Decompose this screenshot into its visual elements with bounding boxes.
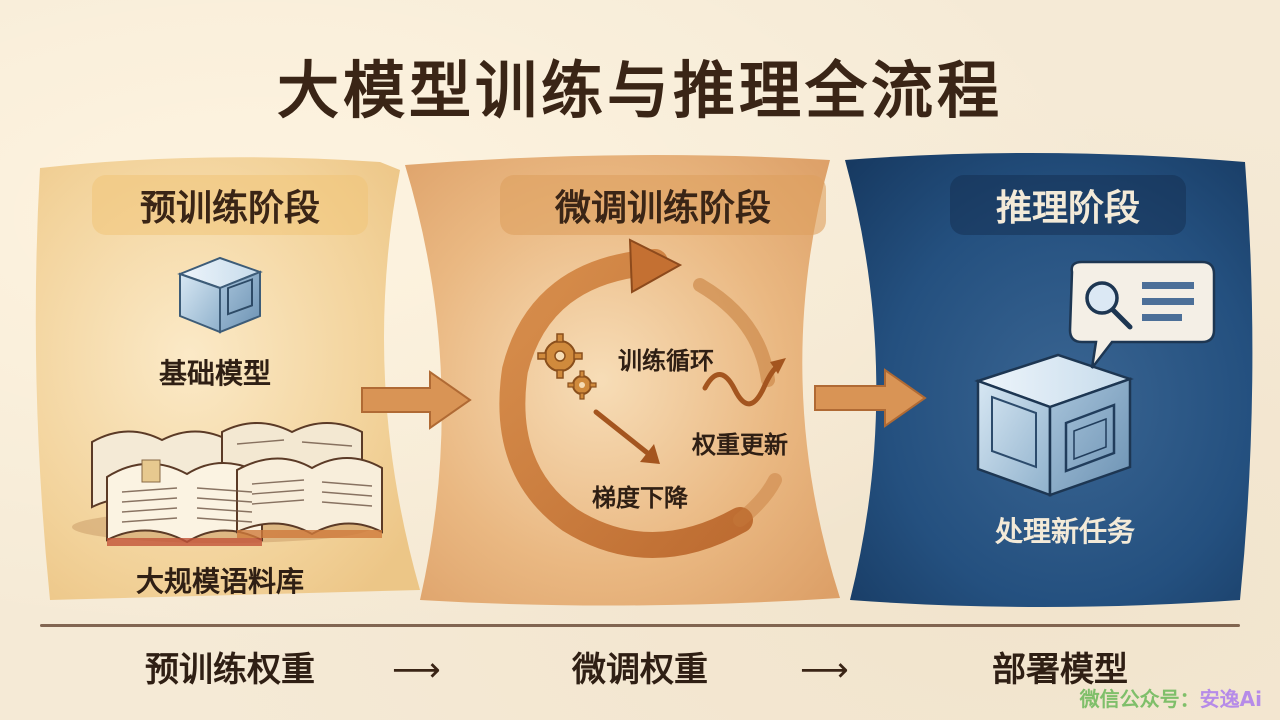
flow-arrow-2 xyxy=(814,368,927,428)
gradient-arrow-icon xyxy=(593,409,660,464)
weight-update-caption: 权重更新 xyxy=(692,431,788,459)
finetune-panel xyxy=(405,155,840,606)
watermark-name: 安逸Ai xyxy=(1199,687,1262,711)
new-task-caption: 处理新任务 xyxy=(994,515,1135,548)
cycle-arrow-icon xyxy=(499,238,782,558)
corpus-caption: 大规模语料库 xyxy=(135,565,304,598)
watermark: 微信公众号：安逸Ai xyxy=(1080,683,1262,712)
cube-icon-inference xyxy=(974,353,1134,497)
page-title: 大模型训练与推理全流程 xyxy=(276,54,1003,127)
bottom-divider xyxy=(40,624,1240,627)
gradient-descent-caption: 梯度下降 xyxy=(592,484,688,512)
stage-label-pretrain: 预训练阶段 xyxy=(92,175,368,235)
stage-label-finetune: 微调训练阶段 xyxy=(500,175,826,235)
bottom-item-pretrain-weights: 预训练权重 xyxy=(145,650,315,690)
cube-icon-base xyxy=(177,256,263,334)
gear-icon-large xyxy=(537,333,583,379)
wave-arrow-icon xyxy=(702,358,786,407)
bottom-item-finetune-weights: 微调权重 xyxy=(572,650,708,690)
magnifier-icon xyxy=(1085,281,1133,330)
flow-arrow-1 xyxy=(361,370,472,430)
gear-icon-small xyxy=(567,370,597,400)
stage-label-inference: 推理阶段 xyxy=(950,175,1186,235)
base-model-caption: 基础模型 xyxy=(158,357,271,390)
books-icon xyxy=(72,422,383,546)
bottom-arrow-icon-1: ⟶ xyxy=(392,650,441,690)
watermark-prefix: 微信公众号： xyxy=(1079,687,1200,711)
training-loop-caption: 训练循环 xyxy=(618,347,714,375)
bottom-item-deploy-model: 部署模型 xyxy=(992,650,1128,690)
bottom-arrow-icon-2: ⟶ xyxy=(800,650,849,690)
